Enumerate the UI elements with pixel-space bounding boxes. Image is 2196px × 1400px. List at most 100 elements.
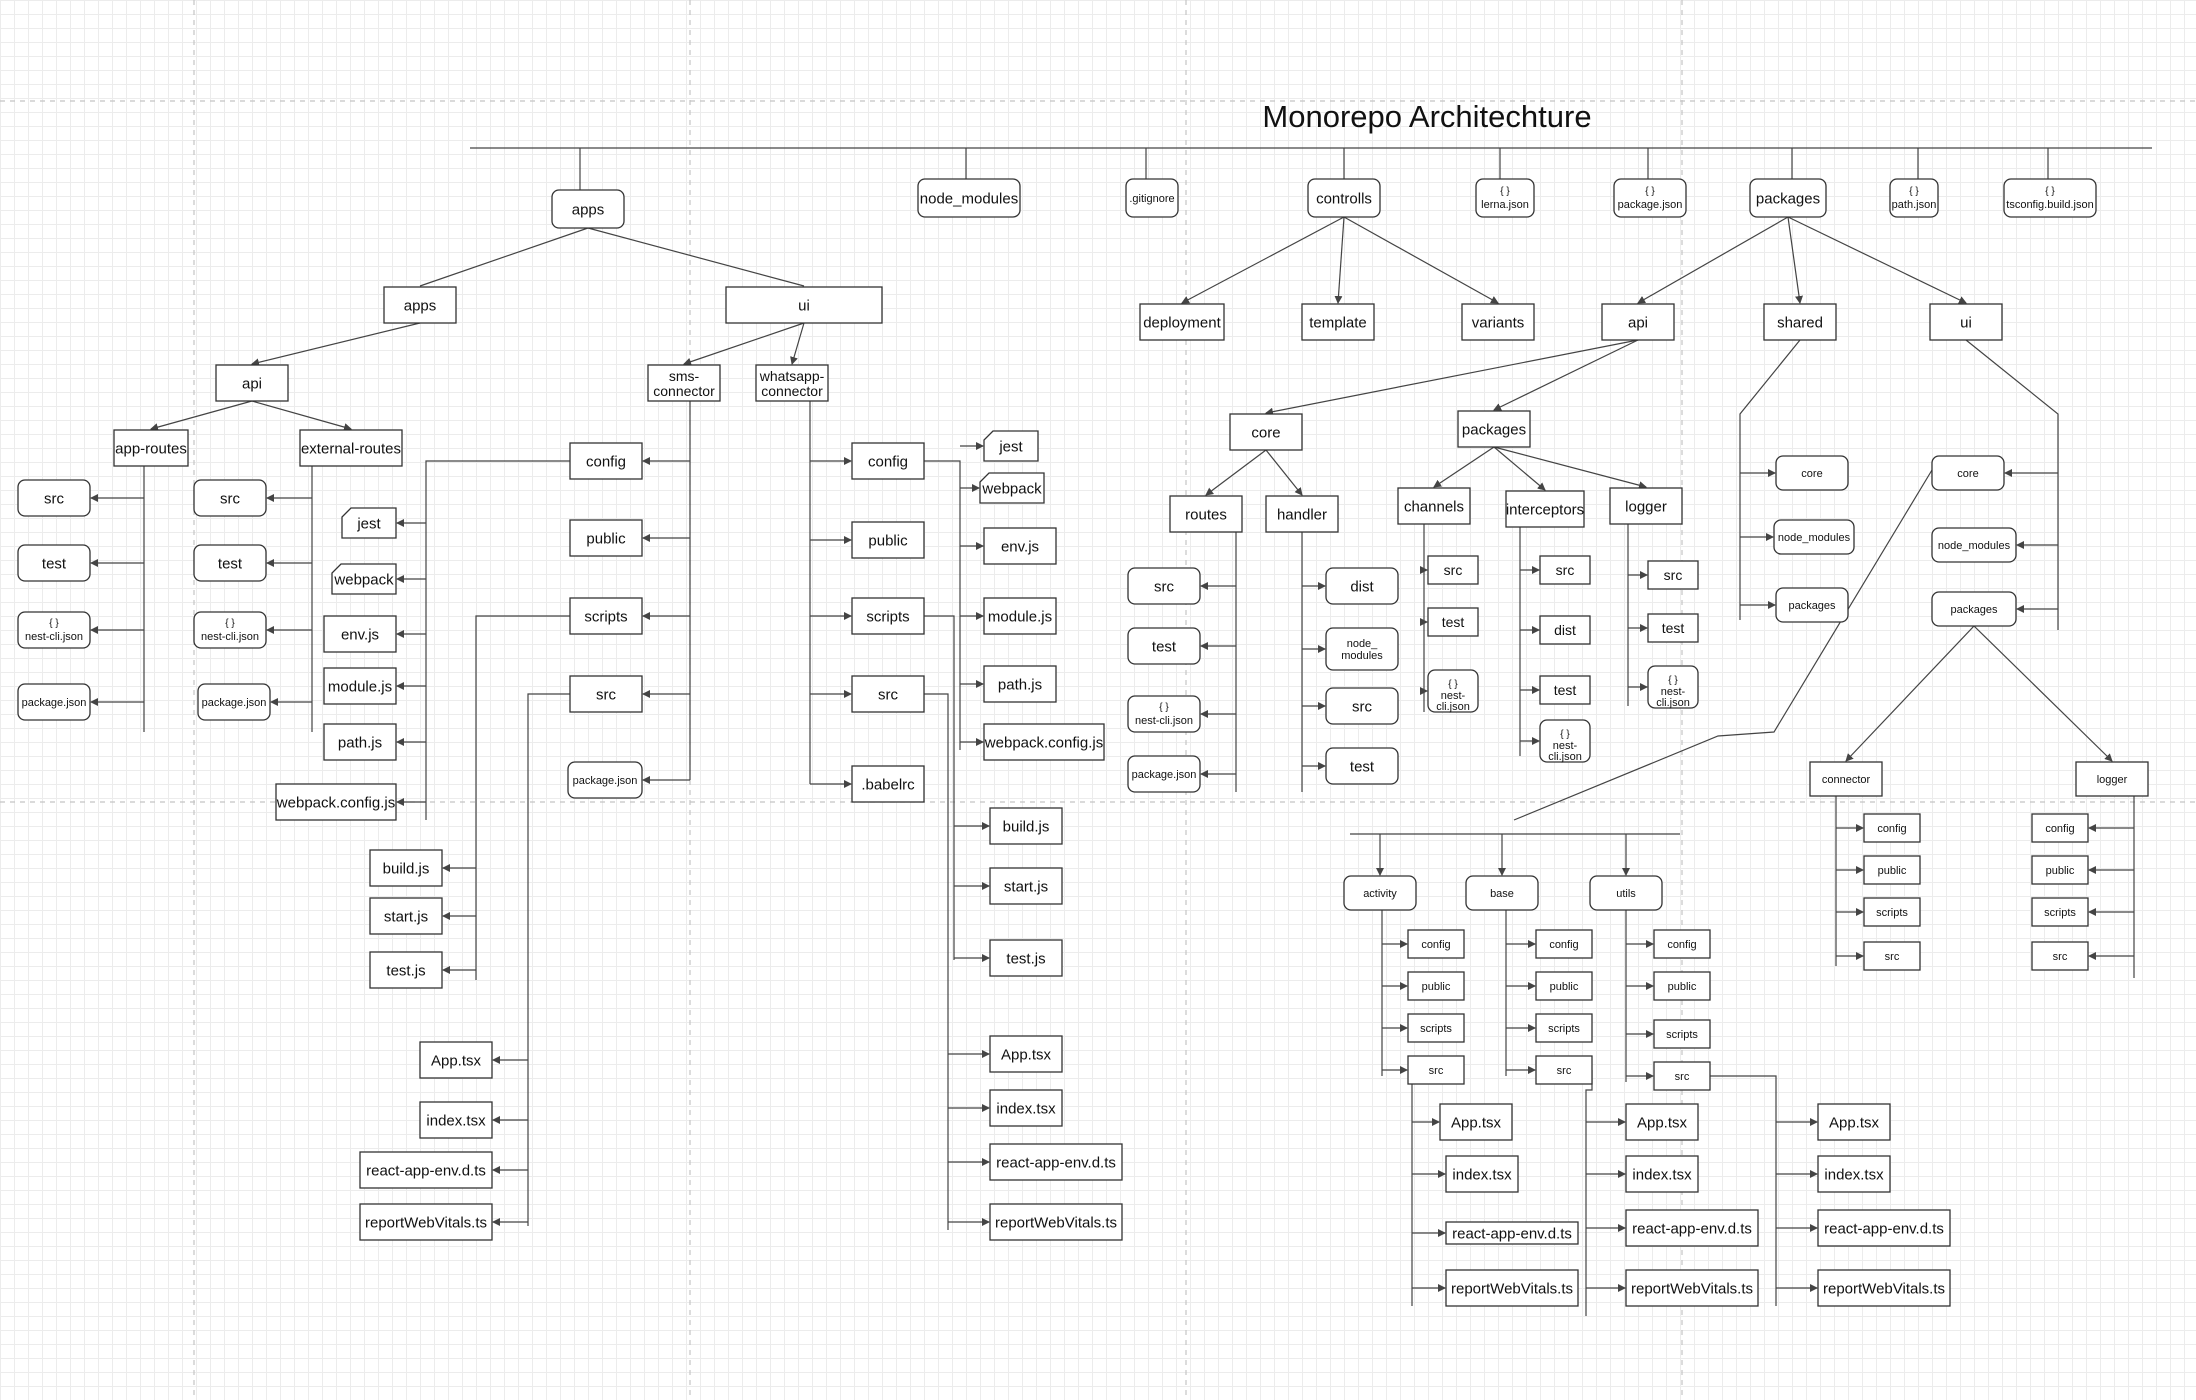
node-pk-shared[interactable]: shared	[1763, 303, 1837, 341]
node-bs-config[interactable]: config	[1535, 929, 1593, 959]
node-sms-index[interactable]: index.tsx	[419, 1101, 493, 1139]
node-lg-nest-cli[interactable]: { }nest-cli.json	[1647, 665, 1699, 709]
node-wa-app[interactable]: App.tsx	[989, 1035, 1063, 1073]
node-ut-app[interactable]: App.tsx	[1817, 1103, 1891, 1141]
node-lg-test[interactable]: test	[1647, 613, 1699, 643]
node-bs-scripts[interactable]: scripts	[1535, 1013, 1593, 1043]
node-sms-webpack[interactable]: webpack	[331, 563, 397, 595]
node-sms-react-env[interactable]: react-app-env.d.ts	[359, 1151, 493, 1189]
node-routes[interactable]: routes	[1169, 495, 1243, 533]
node-ar-package[interactable]: package.json	[17, 683, 91, 721]
node-rt-test[interactable]: test	[1127, 627, 1201, 665]
node-ut-index[interactable]: index.tsx	[1817, 1155, 1891, 1193]
node-ac-react-env[interactable]: react-app-env.d.ts	[1445, 1221, 1579, 1245]
node-apps-api[interactable]: api	[215, 364, 289, 402]
node-wa-src[interactable]: src	[851, 675, 925, 713]
node-ut-scripts[interactable]: scripts	[1653, 1019, 1711, 1049]
node-ui-packages[interactable]: packages	[1931, 591, 2017, 627]
node-handler[interactable]: handler	[1265, 495, 1339, 533]
node-ic-test[interactable]: test	[1539, 675, 1591, 705]
node-sh-packages[interactable]: packages	[1775, 587, 1849, 623]
node-hd-node-modules[interactable]: node_modules	[1325, 627, 1399, 671]
node-ar-nest-cli[interactable]: { }nest-cli.json	[17, 611, 91, 649]
node-ui-core[interactable]: core	[1931, 455, 2005, 491]
node-sms-config[interactable]: config	[569, 442, 643, 480]
node-ac-config[interactable]: config	[1407, 929, 1465, 959]
node-sms-connector[interactable]: sms-connector	[647, 364, 721, 402]
node-channels[interactable]: channels	[1397, 487, 1471, 525]
node-wa-react-env[interactable]: react-app-env.d.ts	[989, 1143, 1123, 1181]
node-sh-node-modules[interactable]: node_modules	[1773, 519, 1855, 555]
node-sms-start[interactable]: start.js	[369, 897, 443, 935]
node-cn-src[interactable]: src	[1863, 941, 1921, 971]
node-er-nest-cli[interactable]: { }nest-cli.json	[193, 611, 267, 649]
node-base[interactable]: base	[1465, 875, 1539, 911]
node-wa-webpack-config[interactable]: webpack.config.js	[983, 723, 1105, 761]
node-ic-nest-cli[interactable]: { }nest-cli.json	[1539, 719, 1591, 763]
node-cn-public[interactable]: public	[1863, 855, 1921, 885]
node-bs-index[interactable]: index.tsx	[1625, 1155, 1699, 1193]
node-external-routes[interactable]: external-routes	[299, 429, 403, 467]
node-ut-config[interactable]: config	[1653, 929, 1711, 959]
node-ut-react-env[interactable]: react-app-env.d.ts	[1817, 1209, 1951, 1247]
node-interceptors[interactable]: interceptors	[1505, 490, 1585, 528]
node-bs-src[interactable]: src	[1535, 1055, 1593, 1085]
node-sms-module[interactable]: module.js	[323, 667, 397, 705]
node-ui-logger[interactable]: logger	[2075, 761, 2149, 797]
node-bs-web-vitals[interactable]: reportWebVitals.ts	[1625, 1269, 1759, 1307]
node-rt-package[interactable]: package.json	[1127, 755, 1201, 793]
node-ctrl-deployment[interactable]: deployment	[1139, 303, 1225, 341]
node-wa-module[interactable]: module.js	[983, 597, 1057, 635]
node-wa-public[interactable]: public	[851, 521, 925, 559]
node-bs-app[interactable]: App.tsx	[1625, 1103, 1699, 1141]
node-ul-scripts[interactable]: scripts	[2031, 897, 2089, 927]
node-wa-build[interactable]: build.js	[989, 807, 1063, 845]
node-ac-scripts[interactable]: scripts	[1407, 1013, 1465, 1043]
node-root-apps[interactable]: apps	[551, 189, 625, 229]
node-ch-test[interactable]: test	[1427, 607, 1479, 637]
node-sms-scripts[interactable]: scripts	[569, 597, 643, 635]
node-wa-config[interactable]: config	[851, 442, 925, 480]
node-ctrl-variants[interactable]: variants	[1461, 303, 1535, 341]
node-hd-dist[interactable]: dist	[1325, 567, 1399, 605]
node-lerna-json[interactable]: { }lerna.json	[1475, 178, 1535, 218]
node-ut-src[interactable]: src	[1653, 1061, 1711, 1091]
node-package-json[interactable]: { }package.json	[1613, 178, 1687, 218]
node-sh-core[interactable]: core	[1775, 455, 1849, 491]
node-ac-app[interactable]: App.tsx	[1439, 1103, 1513, 1141]
node-sms-webpack-config[interactable]: webpack.config.js	[275, 783, 397, 821]
node-wa-index[interactable]: index.tsx	[989, 1089, 1063, 1127]
node-activity[interactable]: activity	[1343, 875, 1417, 911]
node-sms-package[interactable]: package.json	[567, 761, 643, 799]
node-ac-src[interactable]: src	[1407, 1055, 1465, 1085]
node-ac-index[interactable]: index.tsx	[1445, 1155, 1519, 1193]
node-cn-config[interactable]: config	[1863, 813, 1921, 843]
node-ut-web-vitals[interactable]: reportWebVitals.ts	[1817, 1269, 1951, 1307]
node-cn-scripts[interactable]: scripts	[1863, 897, 1921, 927]
node-ic-dist[interactable]: dist	[1539, 615, 1591, 645]
node-core[interactable]: core	[1229, 413, 1303, 451]
node-sms-testjs[interactable]: test.js	[369, 951, 443, 989]
node-ac-web-vitals[interactable]: reportWebVitals.ts	[1445, 1269, 1579, 1307]
node-packages[interactable]: packages	[1749, 178, 1827, 218]
node-rt-nest-cli[interactable]: { }nest-cli.json	[1127, 695, 1201, 733]
node-er-package[interactable]: package.json	[197, 683, 271, 721]
node-sms-src[interactable]: src	[569, 675, 643, 713]
node-sms-app[interactable]: App.tsx	[419, 1041, 493, 1079]
node-apps-apps[interactable]: apps	[383, 286, 457, 324]
node-sms-public[interactable]: public	[569, 519, 643, 557]
node-controlls[interactable]: controlls	[1307, 178, 1381, 218]
node-sms-env[interactable]: env.js	[323, 615, 397, 653]
node-sms-build[interactable]: build.js	[369, 849, 443, 887]
node-tsconfig-build-json[interactable]: { }tsconfig.build.json	[2003, 178, 2097, 218]
node-wa-babelrc[interactable]: .babelrc	[851, 765, 925, 803]
node-ar-src[interactable]: src	[17, 479, 91, 517]
node-sms-jest[interactable]: jest	[341, 507, 397, 539]
node-pk-ui[interactable]: ui	[1929, 303, 2003, 341]
node-app-routes[interactable]: app-routes	[113, 429, 189, 467]
node-ar-test[interactable]: test	[17, 544, 91, 582]
node-wa-env[interactable]: env.js	[983, 527, 1057, 565]
node-apps-ui[interactable]: ui	[725, 286, 883, 324]
node-ul-public[interactable]: public	[2031, 855, 2089, 885]
node-ctrl-template[interactable]: template	[1301, 303, 1375, 341]
